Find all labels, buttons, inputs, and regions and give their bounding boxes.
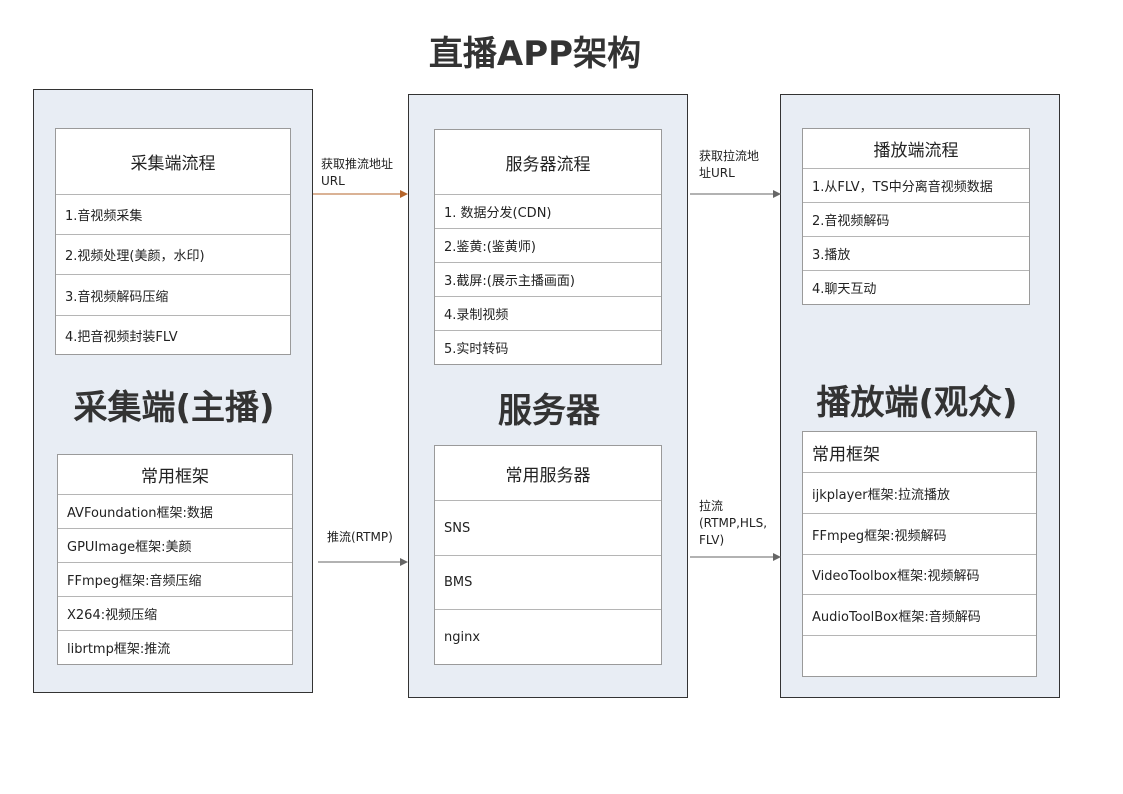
- player-flow-box: 播放端流程 1.从FLV，TS中分离音视频数据 2.音视频解码 3.播放 4.聊…: [802, 128, 1030, 305]
- player-framework-box: 常用框架 ijkplayer框架:拉流播放 FFmpeg框架:视频解码 Vide…: [802, 431, 1037, 677]
- capture-framework-item: FFmpeg框架:音频压缩: [58, 563, 292, 597]
- server-servers-item: BMS: [435, 556, 661, 610]
- capture-flow-header: 采集端流程: [56, 129, 290, 195]
- pull-label: 拉流 (RTMP,HLS, FLV): [699, 498, 767, 549]
- player-framework-header: 常用框架: [803, 432, 1036, 473]
- server-flow-item: 3.截屏:(展示主播画面): [435, 263, 661, 297]
- player-flow-header: 播放端流程: [803, 129, 1029, 169]
- capture-framework-item: AVFoundation框架:数据: [58, 495, 292, 529]
- server-flow-item: 4.录制视频: [435, 297, 661, 331]
- capture-framework-item: librtmp框架:推流: [67, 642, 171, 657]
- pull-url-label: 获取拉流地 址URL: [699, 148, 759, 182]
- player-flow-item: 4.聊天互动: [812, 282, 877, 297]
- player-flow-item: 3.播放: [803, 237, 1029, 271]
- push-url-label: 获取推流地址 URL: [321, 156, 393, 190]
- capture-flow-item: 1.音视频采集: [56, 195, 290, 235]
- player-panel: 播放端流程 1.从FLV，TS中分离音视频数据 2.音视频解码 3.播放 4.聊…: [780, 94, 1060, 698]
- server-servers-item: SNS: [435, 501, 661, 556]
- page-title: 直播APP架构: [428, 34, 642, 74]
- server-flow-item: 5.实时转码: [444, 342, 509, 357]
- player-framework-item: VideoToolbox框架:视频解码: [803, 555, 1036, 595]
- player-framework-item: FFmpeg框架:视频解码: [803, 514, 1036, 555]
- player-flow-item: 1.从FLV，TS中分离音视频数据: [803, 169, 1029, 203]
- capture-flow-item: 3.音视频解码压缩: [56, 275, 290, 316]
- pull-label-line: FLV): [699, 533, 725, 547]
- player-flow-item: 2.音视频解码: [803, 203, 1029, 237]
- push-label: 推流(RTMP): [327, 530, 393, 544]
- server-flow-item: 2.鉴黄:(鉴黄师): [435, 229, 661, 263]
- capture-framework-box: 常用框架 AVFoundation框架:数据 GPUImage框架:美颜 FFm…: [57, 454, 293, 665]
- server-flow-item: 1. 数据分发(CDN): [435, 195, 661, 229]
- capture-framework-item: X264:视频压缩: [58, 597, 292, 631]
- server-big-title: 服务器: [498, 391, 600, 431]
- capture-framework-item: GPUImage框架:美颜: [58, 529, 292, 563]
- pull-url-label-line: 获取拉流地: [699, 149, 760, 163]
- player-big-title: 播放端(观众): [816, 383, 1018, 423]
- capture-panel: 采集端流程 1.音视频采集 2.视频处理(美颜，水印) 3.音视频解码压缩 4.…: [33, 89, 313, 693]
- push-url-label-line: 获取推流地址: [321, 157, 394, 171]
- capture-flow-item: 4.把音视频封装FLV: [65, 329, 178, 345]
- server-flow-header: 服务器流程: [435, 130, 661, 195]
- server-servers-header: 常用服务器: [435, 446, 661, 501]
- capture-big-title: 采集端(主播): [73, 388, 275, 428]
- pull-url-label-line: 址URL: [699, 166, 735, 180]
- pull-label-line: 拉流: [699, 499, 724, 513]
- capture-flow-item: 2.视频处理(美颜，水印): [56, 235, 290, 275]
- pull-label-line: (RTMP,HLS,: [699, 516, 768, 530]
- server-servers-box: 常用服务器 SNS BMS nginx: [434, 445, 662, 665]
- capture-flow-box: 采集端流程 1.音视频采集 2.视频处理(美颜，水印) 3.音视频解码压缩 4.…: [55, 128, 291, 355]
- push-url-label-line: URL: [321, 174, 345, 188]
- server-panel: 服务器流程 1. 数据分发(CDN) 2.鉴黄:(鉴黄师) 3.截屏:(展示主播…: [408, 94, 688, 698]
- player-framework-item: AudioToolBox框架:音频解码: [803, 595, 1036, 636]
- server-servers-item: nginx: [444, 629, 481, 645]
- capture-framework-header: 常用框架: [58, 455, 292, 495]
- server-flow-box: 服务器流程 1. 数据分发(CDN) 2.鉴黄:(鉴黄师) 3.截屏:(展示主播…: [434, 129, 662, 365]
- player-framework-item: ijkplayer框架:拉流播放: [803, 473, 1036, 514]
